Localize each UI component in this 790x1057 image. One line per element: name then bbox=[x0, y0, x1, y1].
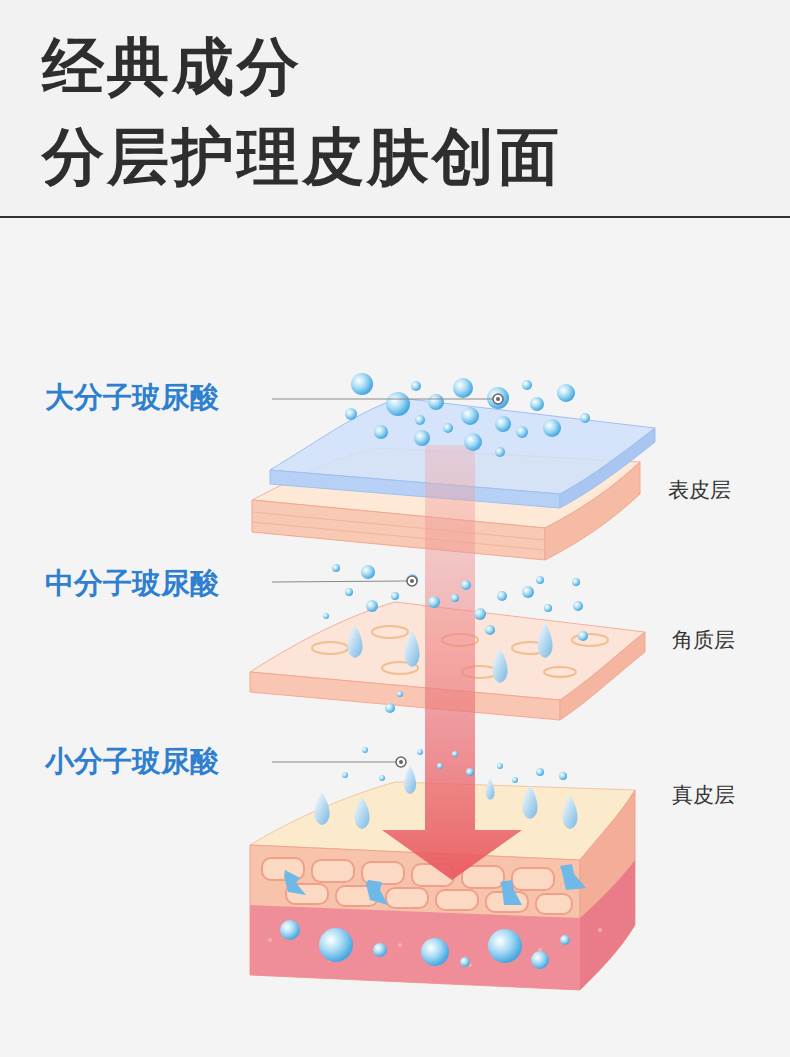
layer-label: 表皮层 bbox=[668, 476, 731, 504]
layer-label: 真皮层 bbox=[672, 781, 735, 809]
ingredient-label: 大分子玻尿酸 bbox=[45, 378, 219, 418]
layer-label: 角质层 bbox=[672, 626, 735, 654]
ingredient-label: 中分子玻尿酸 bbox=[45, 564, 219, 604]
page-title: 经典成分 分层护理皮肤创面 bbox=[42, 22, 642, 202]
ingredient-label: 小分子玻尿酸 bbox=[45, 742, 219, 782]
